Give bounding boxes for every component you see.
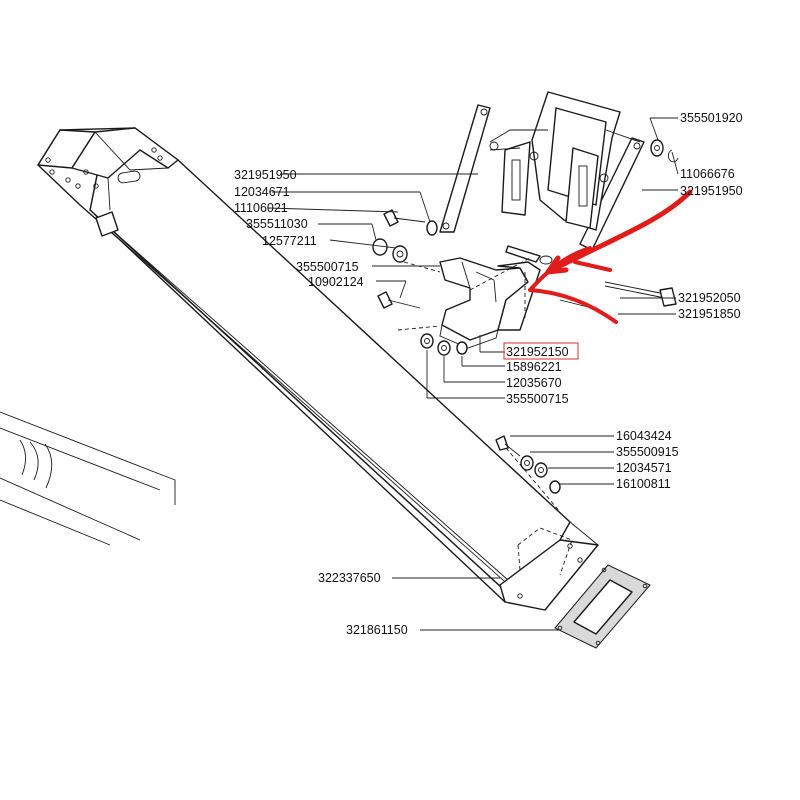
red-arrows [528, 189, 693, 324]
part-labels: 355501920 11066676 321951950 321951950 1… [234, 111, 743, 637]
label-16043424: 16043424 [616, 429, 672, 443]
label-12035670: 12035670 [506, 376, 562, 390]
highlight-box [503, 342, 579, 360]
label-355501920: 355501920 [680, 111, 743, 125]
label-321952150: 321952150 [506, 345, 569, 359]
label-355500915: 355500915 [616, 445, 679, 459]
label-355500715-upper: 355500715 [296, 260, 359, 274]
leader-lines [267, 117, 679, 631]
label-321951850: 321951850 [678, 307, 741, 321]
label-355511030: 355511030 [246, 217, 308, 231]
gasket-plate [554, 564, 651, 649]
label-15896221: 15896221 [506, 360, 562, 374]
hardware [372, 139, 679, 513]
label-321952050: 321952050 [678, 291, 741, 305]
background-tube [0, 411, 176, 546]
upper-frame [439, 91, 645, 251]
label-11066676: 11066676 [680, 167, 735, 181]
label-321861150: 321861150 [346, 623, 408, 637]
label-10902124: 10902124 [308, 275, 364, 289]
label-321951950-left: 321951950 [234, 168, 297, 182]
label-12034671: 12034671 [234, 185, 290, 199]
bracket-321952150 [397, 245, 553, 349]
main-beam [37, 127, 599, 611]
label-322337650: 322337650 [318, 571, 381, 585]
label-16100811: 16100811 [616, 477, 671, 491]
label-12577211: 12577211 [262, 234, 317, 248]
label-321951950-right: 321951950 [680, 184, 743, 198]
label-355500715-lower: 355500715 [506, 392, 569, 406]
label-12034571: 12034571 [616, 461, 672, 475]
label-11106021: 11106021 [234, 201, 288, 215]
